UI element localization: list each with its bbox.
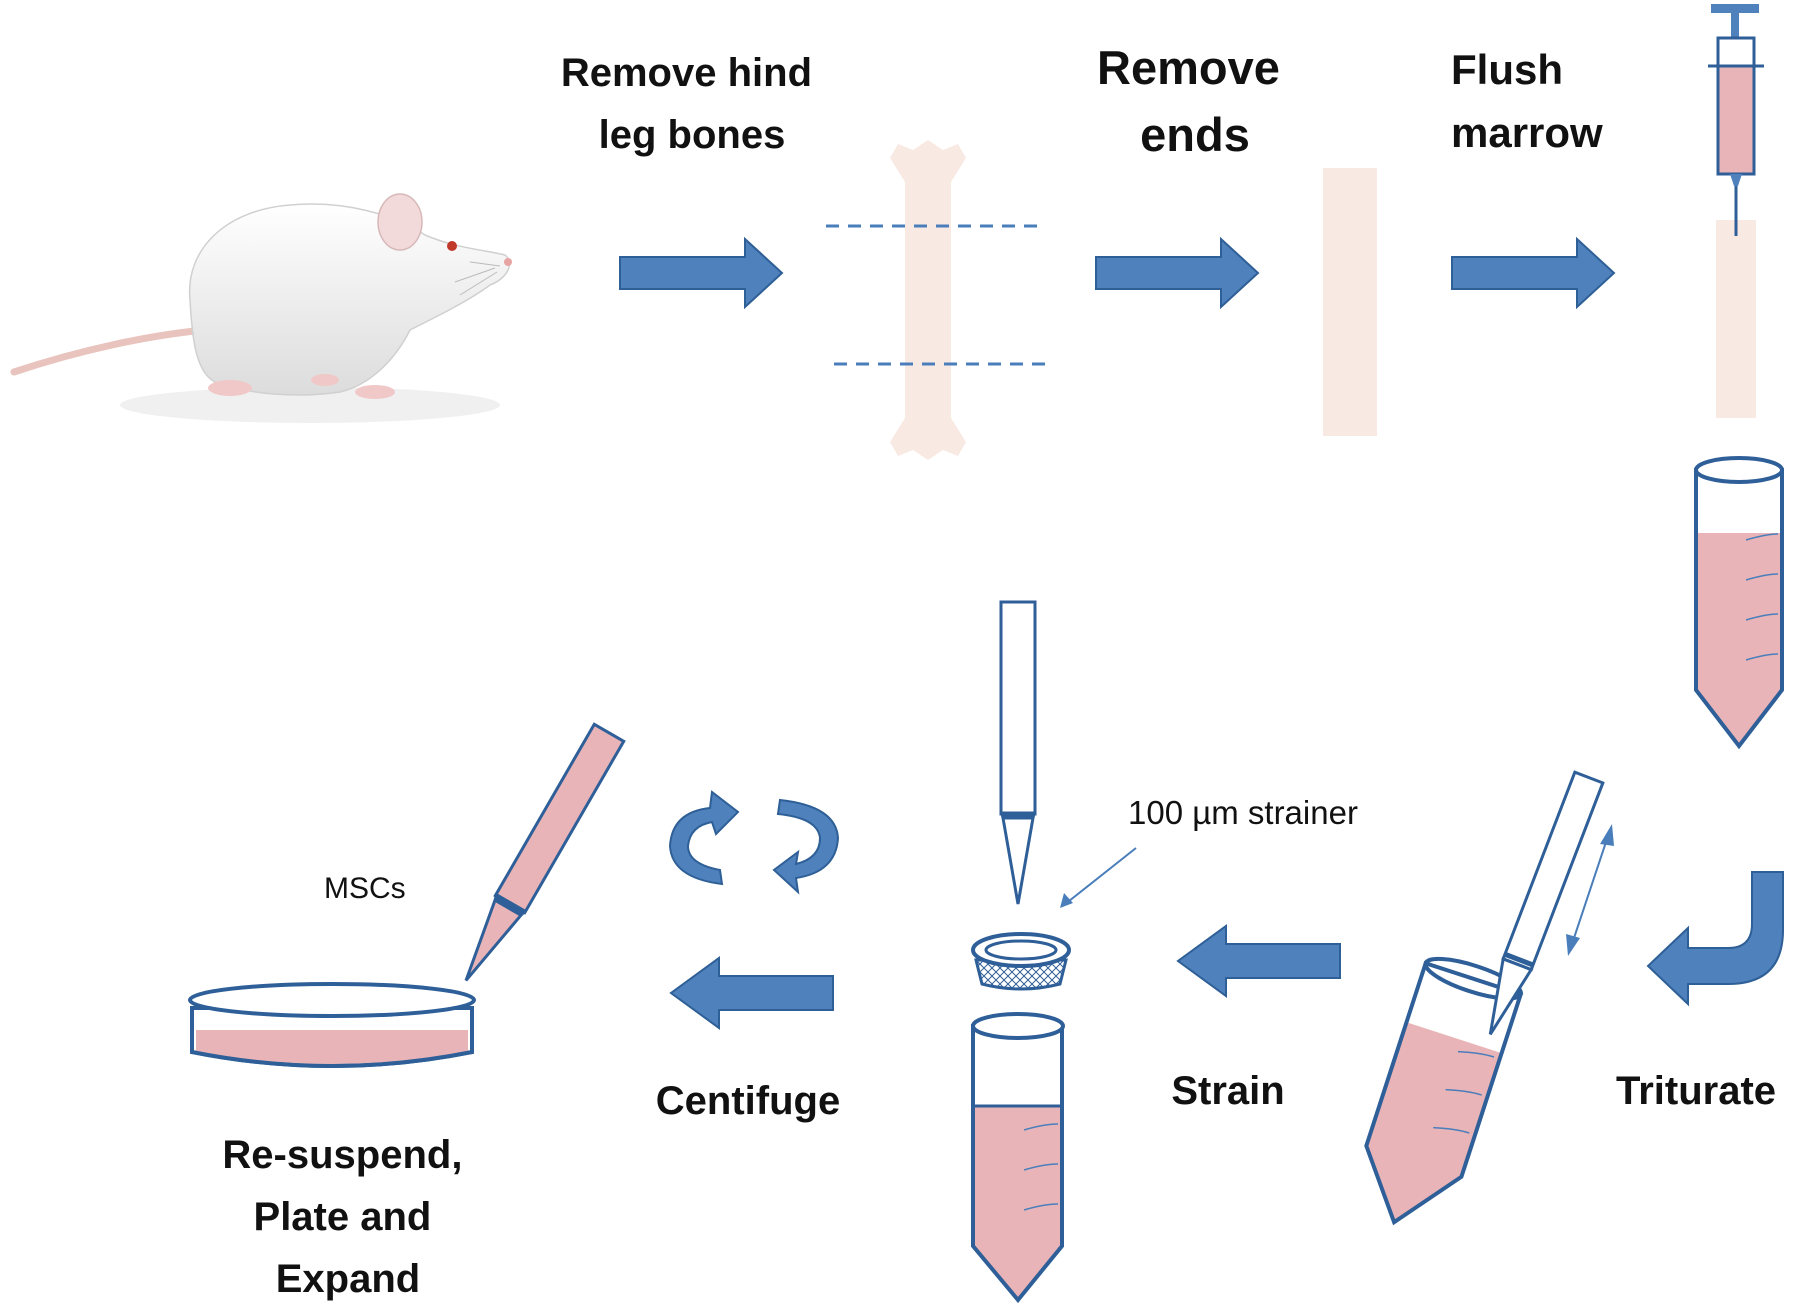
arrow-left-strain [1176,924,1341,998]
pipette-icon [1488,770,1605,1036]
femur-bone-icon [890,140,966,460]
arrow-elbow-down-left [1646,871,1784,1007]
rotation-arrows-icon [668,790,840,895]
strainer-pointer [1063,847,1137,906]
rat-illustration [10,193,512,423]
label-strain: Strain [1171,1069,1284,1113]
conical-tube-icon [1694,456,1784,750]
petri-dish-icon [188,982,476,1068]
up-down-arrow-icon [1566,824,1614,956]
label-centrifuge: Centifuge [656,1079,840,1123]
label-remove-hind-leg-bones: Remove hind leg bones [561,51,823,157]
strainer-pipette-icon [999,600,1037,905]
tilted-tube-icon [1364,956,1524,1226]
bone-shaft-flush [1716,220,1756,418]
label-triturate: Triturate [1616,1069,1776,1113]
label-resuspend: Re-suspend, Plate and Expand [222,1133,473,1301]
arrow-left-centrifuge [669,956,834,1030]
center-tube-icon [971,1012,1065,1304]
bone-shaft-icon [1323,168,1377,436]
label-remove-ends: Remove ends [1097,41,1293,161]
arrow-right-1 [619,236,784,310]
syringe-icon [1708,4,1764,236]
cell-strainer-icon [971,932,1071,991]
label-flush-marrow: Flush marrow [1451,46,1603,156]
msc-pipette-icon [464,722,626,982]
label-mscs: MSCs [324,872,406,905]
arrow-right-3 [1451,236,1616,310]
arrow-right-2 [1095,236,1260,310]
label-strainer-note: 100 µm strainer [1128,794,1358,831]
